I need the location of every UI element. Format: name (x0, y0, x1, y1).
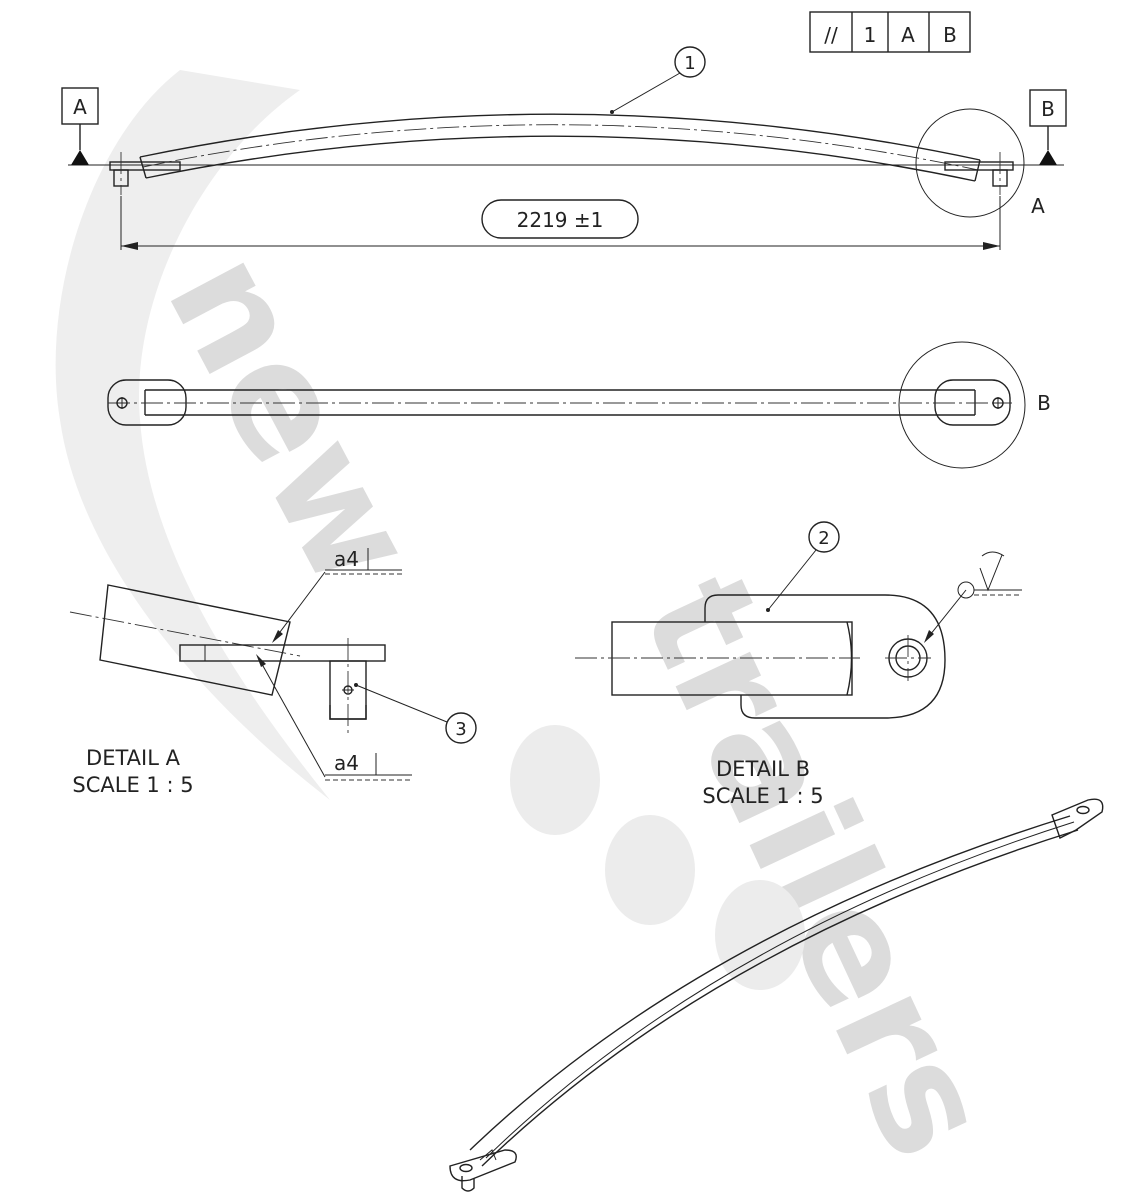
balloon-1-number: 1 (684, 53, 695, 74)
watermark-dot (510, 725, 600, 835)
detail-b-end-tab (704, 594, 946, 719)
tube-top-edge (139, 113, 981, 161)
balloon-3-leader (355, 684, 448, 723)
parallelism-symbol: // (824, 23, 838, 47)
weld-top-label: a4 (334, 547, 359, 571)
detail-a-title: DETAIL A (86, 746, 181, 770)
iso-tube-edge-1 (469, 815, 1071, 1151)
watermark-dot (715, 880, 805, 990)
iso-end-tab-left (449, 1149, 517, 1182)
weld-bottom-leader (257, 656, 326, 778)
detail-b-reference: B (1037, 391, 1051, 415)
balloon-1 (674, 46, 706, 78)
watermark-dot (605, 815, 695, 925)
iso-pin (461, 1176, 475, 1192)
plan-view: B (107, 341, 1051, 469)
balloon-2 (808, 521, 840, 553)
tolerance-datum-b: B (943, 23, 957, 47)
tolerance-frame: // 1 A B (809, 11, 971, 53)
left-end-tab (107, 379, 187, 426)
front-view: A B A 1 2219 ± (61, 46, 1067, 250)
detail-a-reference: A (1031, 194, 1045, 218)
left-end-plate (109, 161, 181, 171)
detail-a-circle (915, 108, 1025, 218)
tolerance-datum-a: A (901, 23, 915, 47)
dimension-box (481, 199, 639, 239)
right-end-plate (944, 161, 1014, 171)
iso-end-tab-right (1051, 798, 1104, 839)
right-end-tab (934, 379, 1011, 426)
weld-top-leader (273, 571, 326, 641)
detail-b-title: DETAIL B (716, 757, 810, 781)
detail-b-circle (898, 341, 1026, 469)
detail-a: a4 a4 3 DETAIL A SCALE 1 : 5 (69, 547, 477, 797)
detail-b: 2 DETAIL B SCALE 1 : 5 (575, 521, 1022, 808)
watermark: new trailers (55, 70, 1025, 1182)
tolerance-value: 1 (864, 23, 877, 47)
datum-a-label: A (73, 95, 87, 119)
balloon-2-leader (767, 549, 817, 611)
tolerance-frame-border (809, 11, 971, 53)
tube-bottom-edge (145, 135, 976, 182)
datum-b-label: B (1041, 97, 1055, 121)
tube-centerline (142, 124, 979, 171)
datum-a-triangle (71, 150, 89, 165)
detail-a-tube (99, 584, 291, 696)
balloon-2-number: 2 (818, 528, 829, 549)
datum-b-triangle (1039, 150, 1057, 165)
isometric-view (449, 798, 1104, 1192)
dimension-value: 2219 ±1 (517, 208, 604, 232)
balloon-3 (445, 712, 477, 744)
detail-a-plate (179, 644, 386, 662)
weld-bottom-label: a4 (334, 751, 359, 775)
balloon-3-number: 3 (455, 719, 466, 740)
detail-b-leader (925, 589, 967, 641)
iso-tube-edge-2 (481, 829, 1079, 1167)
watermark-swoosh (55, 70, 330, 800)
detail-a-scale: SCALE 1 : 5 (72, 773, 193, 797)
balloon-1-leader (611, 72, 681, 113)
detail-b-scale: SCALE 1 : 5 (702, 784, 823, 808)
